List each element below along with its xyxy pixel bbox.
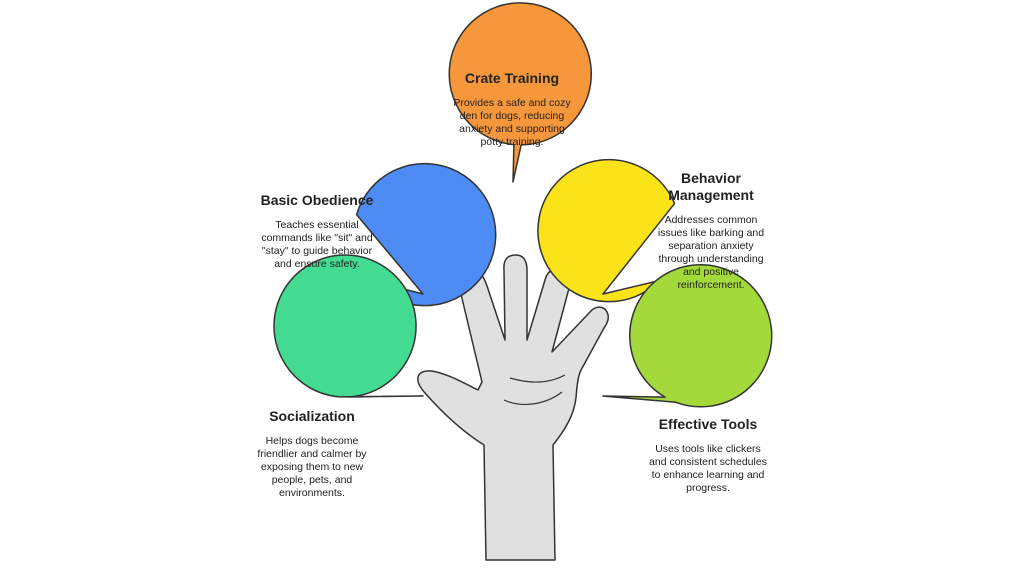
effective-tools-text: Effective Tools Uses tools like clickers… — [645, 416, 771, 495]
basic-obedience-description: Teaches essential commands like "sit" an… — [261, 219, 373, 270]
bubble-effective-tools — [602, 264, 773, 408]
crate-training-text: Crate Training Provides a safe and cozy … — [447, 70, 577, 149]
behavior-management-text: Behavior Management Addresses common iss… — [650, 170, 772, 292]
bubble-socialization — [273, 254, 424, 398]
hand-icon — [417, 254, 609, 561]
basic-obedience-text: Basic Obedience Teaches essential comman… — [255, 192, 379, 271]
basic-obedience-title: Basic Obedience — [260, 192, 374, 208]
effective-tools-description: Uses tools like clickers and consistent … — [649, 443, 767, 494]
behavior-management-description: Addresses common issues like barking and… — [657, 214, 765, 291]
socialization-title: Socialization — [269, 408, 355, 424]
bubble-crate-training — [448, 2, 592, 183]
behavior-management-title: Behavior Management — [668, 170, 754, 203]
crate-training-title: Crate Training — [464, 70, 560, 86]
bubble-behavior-management — [537, 158, 676, 303]
crate-training-description: Provides a safe and cozy den for dogs, r… — [453, 97, 571, 148]
effective-tools-title: Effective Tools — [658, 416, 758, 432]
socialization-description: Helps dogs become friendlier and calmer … — [257, 435, 367, 499]
socialization-text: Socialization Helps dogs become friendli… — [248, 408, 376, 500]
